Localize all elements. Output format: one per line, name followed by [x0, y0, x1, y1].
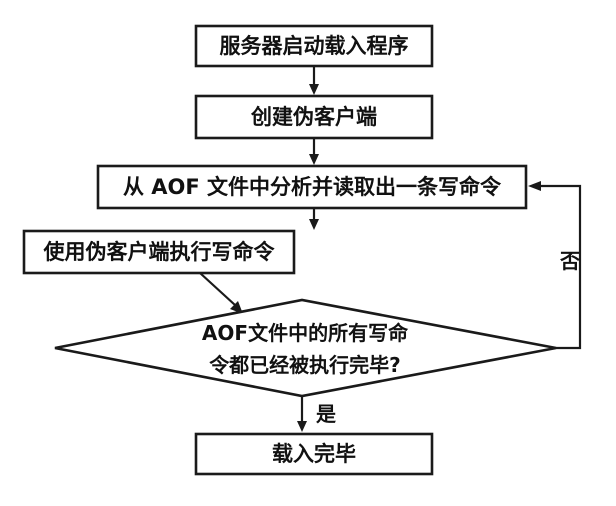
node-read-command: 从 AOF 文件中分析并读取出一条写命令 [96, 164, 528, 210]
arrow-start-to-create-client [309, 66, 319, 95]
arrow-decision-no-loop [528, 181, 582, 350]
node-execute-command-label: 使用伪客户端执行写命令 [43, 240, 276, 264]
arrow-create-client-to-read-command [309, 138, 319, 165]
arrow-decision-yes [297, 396, 307, 432]
node-server-start: 服务器启动载入程序 [194, 24, 434, 68]
node-read-command-label: 从 AOF 文件中分析并读取出一条写命令 [123, 175, 502, 199]
arrow-read-to-execute [309, 208, 319, 230]
node-execute-command: 使用伪客户端执行写命令 [22, 229, 296, 275]
edge-label-yes: 是 [315, 402, 336, 426]
node-decision: AOF文件中的所有写命 令都已经被执行完毕? [54, 298, 557, 398]
decision-question-line-2: 令都已经被执行完毕? [209, 353, 401, 377]
node-load-complete: 载入完毕 [194, 432, 434, 476]
decision-question-line-1: AOF文件中的所有写命 [202, 321, 409, 345]
node-create-fake-client: 创建伪客户端 [194, 94, 434, 140]
edge-label-no: 否 [559, 249, 580, 273]
node-server-start-label: 服务器启动载入程序 [220, 34, 409, 58]
node-load-complete-label: 载入完毕 [272, 442, 356, 466]
node-create-fake-client-label: 创建伪客户端 [250, 105, 377, 129]
arrow-execute-to-decision [199, 272, 243, 314]
